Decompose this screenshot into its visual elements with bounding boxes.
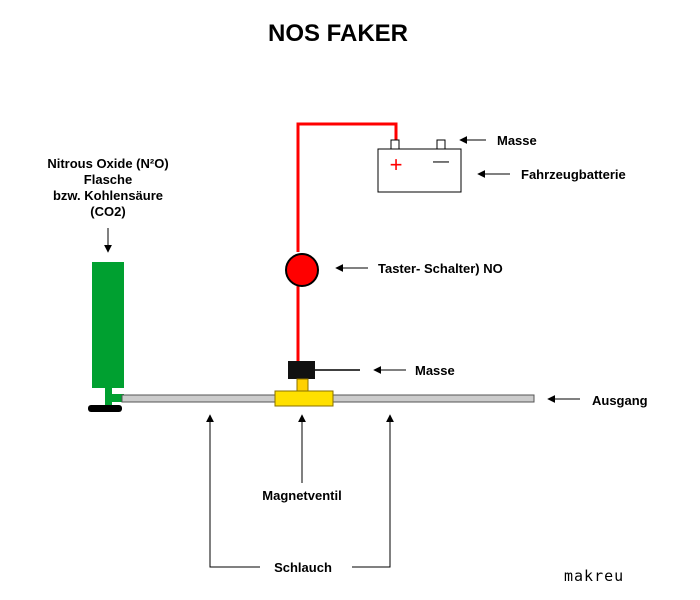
valve-stem <box>296 378 309 392</box>
bottle-label: Nitrous Oxide (N²O) Flasche bzw. Kohlens… <box>47 156 168 219</box>
battery-minus-sign: — <box>433 153 449 170</box>
bottle-base <box>88 405 122 412</box>
hose-arrow-right <box>352 414 394 568</box>
ground-battery-label: Masse <box>497 133 537 148</box>
valve-label: Magnetventil <box>262 488 341 503</box>
battery-body <box>377 148 462 193</box>
battery-terminal-minus <box>436 139 446 150</box>
ground-valve-label: Masse <box>415 363 455 378</box>
switch-label: Taster- Schalter) NO <box>378 261 503 276</box>
valve-coil <box>288 361 315 379</box>
bottle-neck <box>105 388 112 406</box>
gas-bottle <box>88 262 124 412</box>
bottle-body <box>92 262 124 388</box>
battery-terminal-plus <box>390 139 400 150</box>
hose-arrow-left <box>206 414 260 568</box>
bottle-label-line2: Flasche <box>84 172 132 187</box>
outlet-label: Ausgang <box>592 393 648 408</box>
hose-label: Schlauch <box>274 560 332 575</box>
wire-battery-to-switch <box>296 122 398 252</box>
bottle-label-line4: (CO2) <box>90 204 125 219</box>
bottle-label-line3: bzw. Kohlensäure <box>53 188 163 203</box>
solenoid-valve <box>274 361 360 407</box>
watermark: makreu <box>564 567 624 585</box>
bottle-outlet-fitting <box>112 394 124 402</box>
car-battery: + — <box>377 139 462 193</box>
bottle-label-line1: Nitrous Oxide (N²O) <box>47 156 168 171</box>
push-switch <box>285 253 319 287</box>
battery-label: Fahrzeugbatterie <box>521 167 626 182</box>
valve-body <box>274 390 334 407</box>
diagram-title: NOS FAKER <box>268 20 408 47</box>
battery-plus-sign: + <box>390 152 403 177</box>
